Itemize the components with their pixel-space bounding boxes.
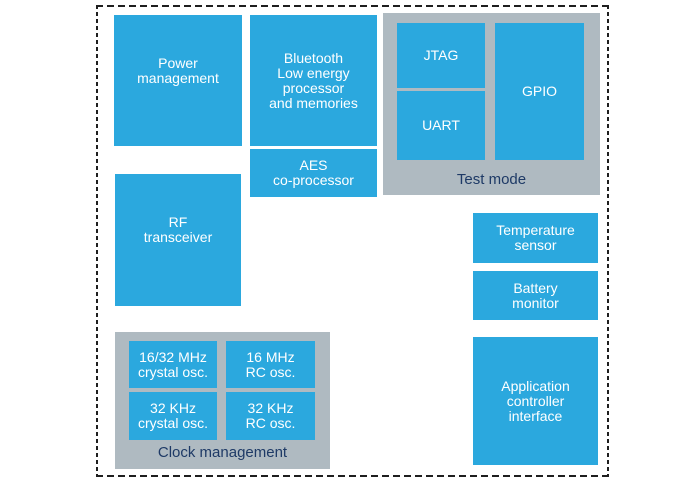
block-temperature-sensor-label: Temperature sensor — [496, 222, 575, 253]
group-clock-management-label: Clock management — [157, 444, 288, 461]
block-rc-32-khz: 32 KHz RC osc. — [226, 392, 315, 440]
block-jtag: JTAG — [397, 23, 485, 88]
block-crystal-16-32-mhz: 16/32 MHz crystal osc. — [129, 341, 217, 388]
chip-boundary-left — [96, 5, 98, 477]
chip-boundary-bottom — [96, 475, 609, 477]
block-rc-16-mhz-label: 16 MHz RC osc. — [245, 348, 296, 380]
block-rc-16-mhz: 16 MHz RC osc. — [226, 341, 315, 388]
block-power-management: Power management — [114, 15, 242, 146]
block-crystal-32-khz-label: 32 KHz crystal osc. — [137, 400, 208, 431]
block-aes-coprocessor-label: AES co-processor — [273, 157, 354, 188]
block-bluetooth-processor-label: Bluetooth Low energy processor and memor… — [269, 49, 358, 111]
chip-boundary-top — [96, 5, 609, 7]
block-uart-label: UART — [422, 117, 460, 133]
block-uart: UART — [397, 91, 485, 160]
group-test-mode: JTAG UART GPIO Test mode — [383, 13, 600, 195]
block-crystal-16-32-mhz-label: 16/32 MHz crystal osc. — [137, 348, 208, 380]
block-gpio: GPIO — [495, 23, 584, 160]
block-gpio-label: GPIO — [521, 83, 557, 99]
block-rf-transceiver-label: RF transceiver — [143, 214, 213, 245]
block-bluetooth-processor: Bluetooth Low energy processor and memor… — [250, 15, 377, 146]
block-battery-monitor-label: Battery monitor — [512, 279, 559, 311]
group-test-mode-label: Test mode — [456, 171, 527, 188]
block-application-controller-interface: Application controller interface — [473, 337, 598, 465]
block-crystal-32-khz: 32 KHz crystal osc. — [129, 392, 217, 440]
chip-boundary-right — [607, 5, 609, 477]
block-jtag-label: JTAG — [423, 47, 459, 63]
block-aes-coprocessor: AES co-processor — [250, 149, 377, 197]
block-rf-transceiver: RF transceiver — [115, 174, 241, 306]
block-application-controller-interface-label: Application controller interface — [501, 377, 570, 424]
block-temperature-sensor: Temperature sensor — [473, 213, 598, 263]
group-clock-management: 16/32 MHz crystal osc. 16 MHz RC osc. 32… — [115, 332, 330, 469]
block-power-management-label: Power management — [137, 54, 219, 86]
block-battery-monitor: Battery monitor — [473, 271, 598, 320]
block-rc-32-khz-label: 32 KHz RC osc. — [245, 400, 296, 431]
